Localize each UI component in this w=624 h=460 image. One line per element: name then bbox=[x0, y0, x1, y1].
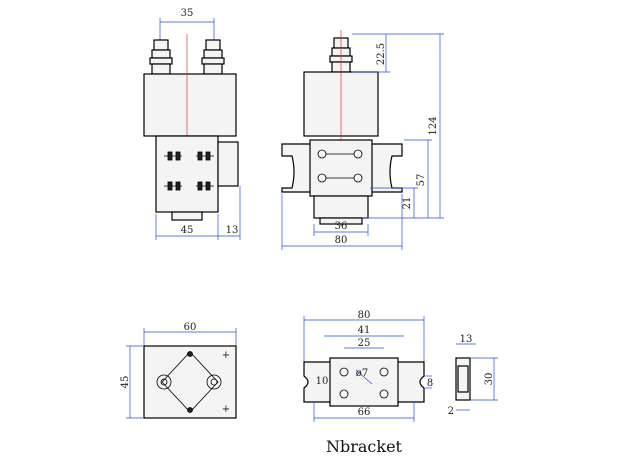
front-view: 35 45 13 bbox=[143, 8, 241, 240]
dim-bracket-holes: 41 bbox=[358, 325, 371, 336]
dim-base-height: 21 bbox=[402, 197, 413, 210]
dim-bracket-depth: 30 bbox=[484, 373, 495, 386]
dim-bracket-hole-dia: ø7 bbox=[356, 368, 368, 379]
dim-front-offset: 13 bbox=[226, 225, 239, 236]
top-view: 60 + + 45 bbox=[120, 322, 237, 419]
diagram-caption: Nbracket bbox=[326, 437, 403, 456]
dim-front-width: 45 bbox=[181, 225, 194, 236]
dim-terminal-height: 22.5 bbox=[376, 43, 387, 65]
svg-text:+: + bbox=[222, 350, 230, 361]
dim-bracket-inner: 25 bbox=[358, 338, 371, 349]
dim-bracket-flange: 8 bbox=[427, 378, 433, 389]
side-view: 22.5 124 57 21 36 80 bbox=[281, 30, 444, 250]
dim-bracket-height: 57 bbox=[416, 174, 427, 187]
dim-bracket-slot: 10 bbox=[316, 376, 329, 387]
dim-top-width: 60 bbox=[184, 322, 197, 333]
svg-text:+: + bbox=[222, 404, 230, 415]
bracket-view: 80 41 25 10 ø7 8 66 bbox=[303, 310, 433, 422]
dim-bracket-pitch: 66 bbox=[358, 407, 371, 418]
dim-bracket-thickness: 13 bbox=[460, 334, 473, 345]
dim-bracket-total: 80 bbox=[358, 310, 371, 321]
dim-top-depth: 45 bbox=[120, 376, 131, 389]
dim-bracket-lip: 2 bbox=[448, 406, 454, 417]
dim-side-base-width: 36 bbox=[335, 221, 348, 232]
dim-total-height: 124 bbox=[428, 116, 439, 135]
dim-side-total-width: 80 bbox=[335, 235, 348, 246]
bracket-side-view: 13 30 2 bbox=[448, 334, 498, 417]
dim-terminal-spacing: 35 bbox=[181, 8, 194, 19]
